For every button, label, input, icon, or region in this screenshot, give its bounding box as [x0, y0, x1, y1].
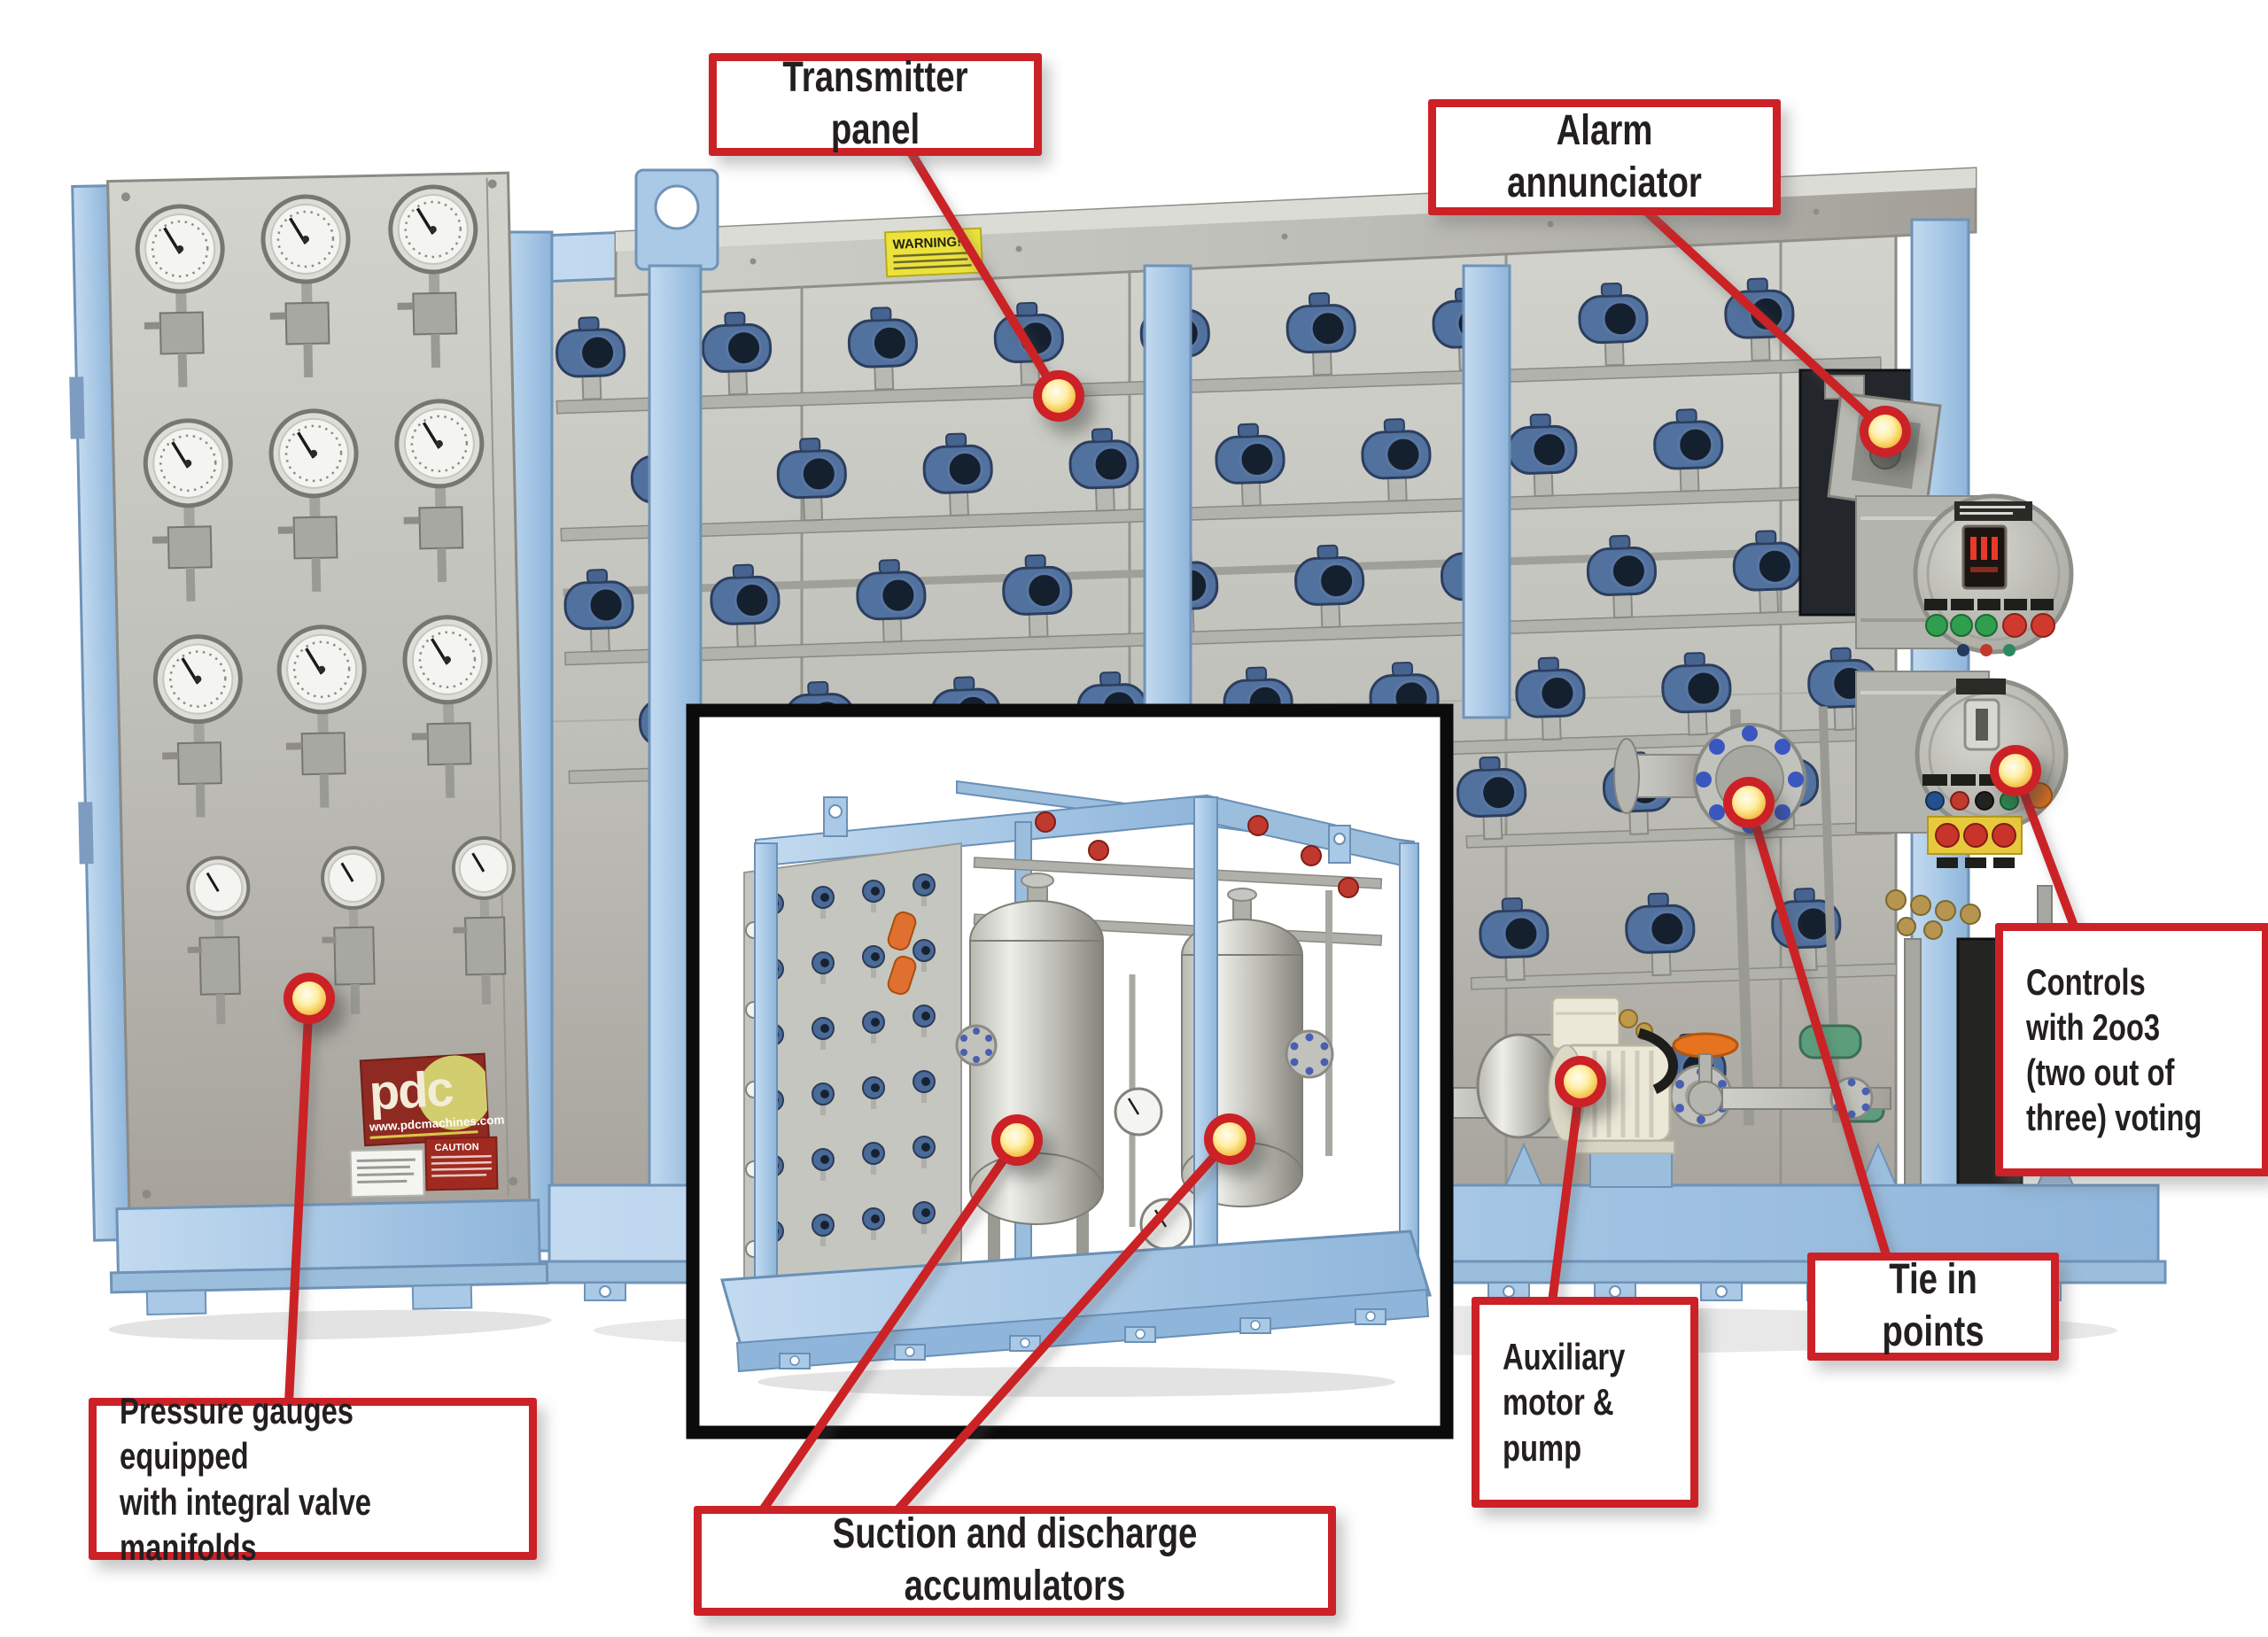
inset-pressure-gauge [1114, 1087, 1163, 1137]
callout-label: Suction and discharge accumulators [832, 1510, 1198, 1610]
callout-label: Auxiliary motor & pump [1503, 1336, 1626, 1469]
dot-glow [1564, 1065, 1597, 1098]
gauge-panel: pdc www.pdcmachines.com CAUTION [69, 171, 552, 1340]
dot-glow [1999, 754, 2032, 787]
callout-dot-auxiliary-motor-pump [1555, 1056, 1606, 1107]
valve-handle [1088, 840, 1109, 861]
valve-handle [1338, 877, 1359, 898]
callout-box-alarm-annunciator: Alarm annunciator [1428, 99, 1781, 215]
gauge-panel-base [108, 1199, 552, 1340]
callout-dot-pressure-gauges [284, 973, 335, 1024]
solenoid-valve [1798, 1024, 1862, 1059]
svg-text:CAUTION: CAUTION [434, 1142, 478, 1153]
callout-box-tie-in-points: Tie in points [1807, 1253, 2059, 1361]
callout-box-transmitter-panel: Transmitter panel [709, 53, 1042, 156]
callout-label: Alarm annunciator [1507, 106, 1702, 206]
dot-glow [1000, 1123, 1034, 1157]
callout-dot-transmitter-panel [1033, 370, 1084, 422]
frame-post [1143, 264, 1192, 719]
nameplate-sticker [349, 1148, 425, 1199]
lifting-lug [634, 168, 719, 271]
valve-handle-orange [887, 955, 917, 996]
caution-sticker: CAUTION [424, 1136, 499, 1191]
inset-frame-post [754, 842, 778, 1292]
dot-glow [292, 981, 326, 1015]
callout-dot-discharge-accumulator [1204, 1113, 1255, 1165]
dot-glow [1732, 786, 1766, 819]
cable-gland [1619, 1009, 1638, 1028]
callout-dot-controls [1990, 745, 2041, 796]
vessel-nozzle-flange [955, 1024, 998, 1067]
callout-box-controls-2oo3-voting: Controls with 2oo3 (two out of three) vo… [1995, 923, 2268, 1176]
callout-label: Transmitter panel [782, 54, 968, 153]
valve-handle [1035, 811, 1056, 833]
motor-junction-box [1550, 996, 1621, 1051]
accumulator-left [955, 873, 1104, 1265]
callout-dot-suction-accumulator [991, 1114, 1043, 1166]
dot-glow [1868, 415, 1902, 448]
pdc-logo-sticker: pdc www.pdcmachines.com [359, 1052, 505, 1147]
svg-text:pdc: pdc [368, 1060, 454, 1121]
callout-label: Controls with 2oo3 (two out of three) vo… [2026, 960, 2202, 1139]
frame-post [1462, 264, 1511, 719]
valve-handle [1301, 845, 1322, 866]
svg-text:WARNING!: WARNING! [892, 235, 961, 252]
motor-cable [1637, 1028, 1678, 1095]
callout-label: Pressure gauges equipped with integral v… [120, 1390, 372, 1568]
valve-handle [1247, 815, 1269, 836]
callout-box-pressure-gauges: Pressure gauges equipped with integral v… [89, 1390, 537, 1568]
inset-pressure-gauge [1139, 1198, 1192, 1251]
warning-sticker: WARNING! [883, 227, 984, 278]
valve-handle-orange [887, 911, 917, 951]
callout-dot-alarm-annunciator [1860, 406, 1911, 457]
dot-glow [1042, 379, 1076, 413]
control-enclosure-upper [1855, 493, 2074, 656]
dot-glow [1213, 1122, 1247, 1156]
callout-dot-tie-in-points [1723, 777, 1775, 828]
inset-image [686, 703, 1454, 1439]
inset-frame-post [1399, 842, 1419, 1278]
callout-box-suction-discharge-accumulators: Suction and discharge accumulators [694, 1506, 1336, 1616]
callout-box-auxiliary-motor-pump: Auxiliary motor & pump [1472, 1297, 1698, 1508]
callout-label: Tie in points [1882, 1256, 1984, 1355]
vessel-nozzle-flange [1285, 1029, 1334, 1079]
